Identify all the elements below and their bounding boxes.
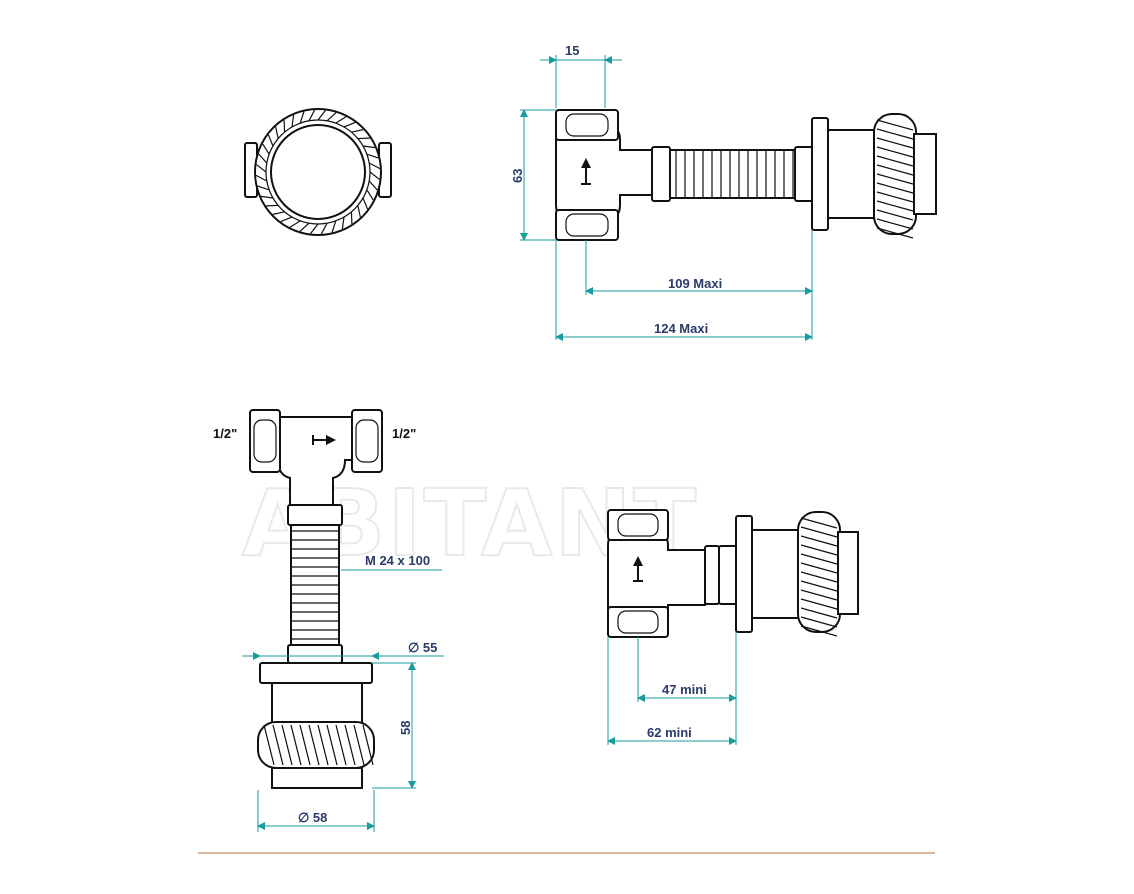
dim-62-mini: 62 mini — [647, 725, 692, 740]
dim-47-mini: 47 mini — [662, 682, 707, 697]
front-view — [249, 409, 383, 789]
tube-spec-label: M 24 x 100 — [365, 553, 430, 568]
thread-left-label: 1/2" — [213, 426, 237, 441]
dim-top-15: 15 — [565, 43, 579, 58]
dim-diameter-55: ∅ 55 — [408, 640, 437, 655]
flow-arrow-icon — [312, 435, 336, 445]
flow-arrow-icon — [633, 556, 643, 582]
dim-height-58: 58 — [398, 721, 413, 735]
dim-109-maxi: 109 Maxi — [668, 276, 722, 291]
dimensions-mini: 47 mini 62 mini — [607, 632, 737, 745]
dimensions-front: 1/2" 1/2" M 24 x 100 ∅ 55 58 ∅ 58 — [213, 426, 444, 832]
dimensions-top: 15 63 109 Maxi 124 Maxi — [510, 43, 813, 341]
dim-height-63: 63 — [510, 169, 525, 183]
dim-diameter-58: ∅ 58 — [298, 810, 327, 825]
side-view-maxi — [555, 109, 937, 241]
dim-124-maxi: 124 Maxi — [654, 321, 708, 336]
end-view — [244, 108, 392, 236]
side-view-mini — [607, 509, 859, 638]
thread-right-label: 1/2" — [392, 426, 416, 441]
flow-arrow-icon — [581, 158, 591, 185]
